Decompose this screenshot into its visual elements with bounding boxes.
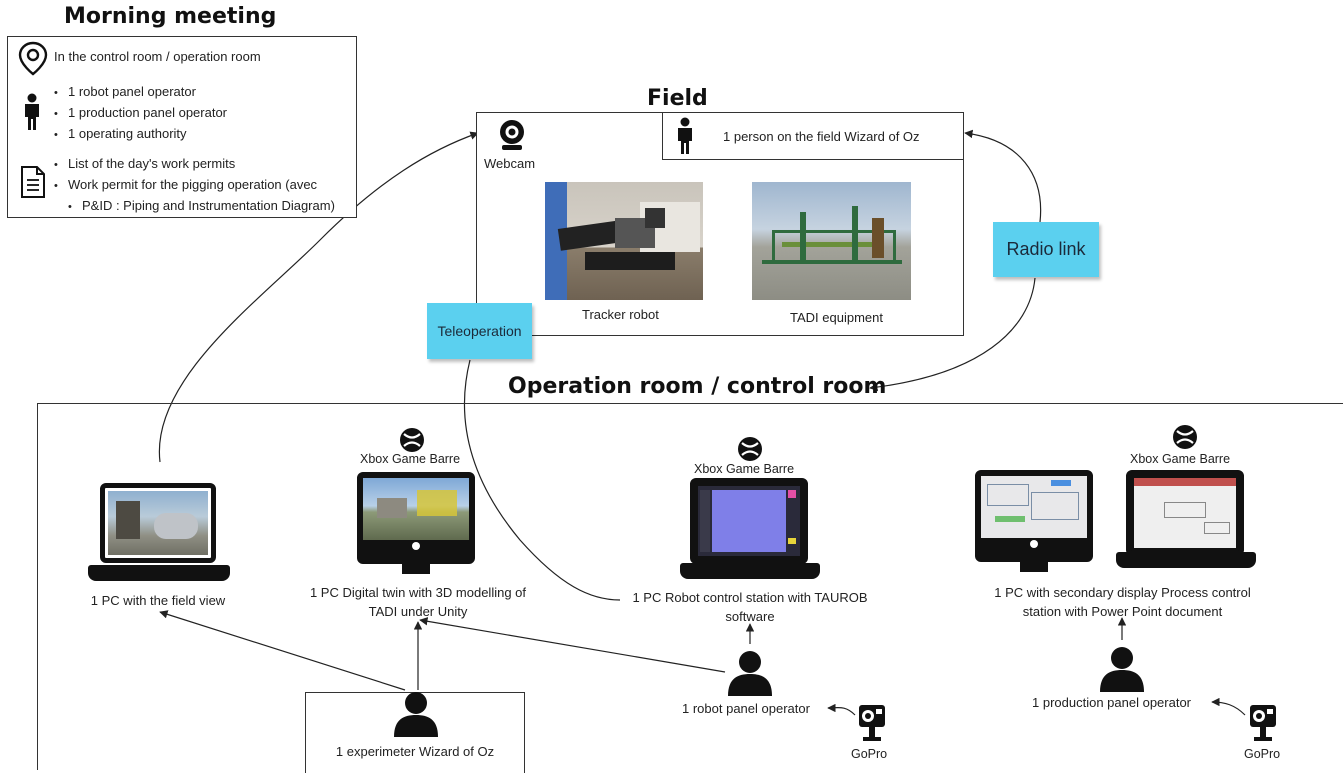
attendee-item: 1 robot panel operator <box>54 82 227 103</box>
gopro-label: GoPro <box>1244 747 1281 761</box>
person-bust-icon <box>728 651 772 696</box>
document-icon <box>21 166 45 198</box>
field-person-label: 1 person on the field Wizard of Oz <box>723 129 920 144</box>
pc-twin-label-line: TADI under Unity <box>368 604 468 619</box>
xbox-icon <box>1173 425 1197 449</box>
laptop-powerpoint <box>1126 470 1244 556</box>
document-item: Work permit for the pigging operation (a… <box>54 175 335 196</box>
connector-webcam-pc <box>158 131 479 463</box>
monitor-stand <box>1020 562 1048 572</box>
connector-radio-room <box>869 277 1036 392</box>
attendee-item: 1 production panel operator <box>54 103 227 124</box>
webcam-label: Webcam <box>484 156 536 171</box>
person-icon <box>25 93 39 130</box>
laptop-base <box>680 563 820 579</box>
tadi-equipment-photo <box>752 182 911 300</box>
operation-room-title: Operation room / control room <box>508 374 887 399</box>
webcam-icon <box>500 120 524 150</box>
document-item: List of the day's work permits <box>54 154 335 175</box>
radio-link-note: Radio link <box>993 222 1099 277</box>
document-item: P&ID : Piping and Instrumentation Diagra… <box>54 196 335 217</box>
tadi-equipment-label: TADI equipment <box>790 310 883 325</box>
pc-process-label-line: station with Power Point document <box>1022 604 1223 619</box>
location-text: In the control room / operation room <box>54 49 261 64</box>
connector-person-radio <box>964 129 1042 223</box>
production-operator-label: 1 production panel operator <box>1032 695 1192 710</box>
xbox-icon <box>400 428 424 452</box>
gopro-icon <box>859 705 885 741</box>
operation-room-box <box>37 403 1343 770</box>
pc-robot-label-line: 1 PC Robot control station with TAUROB <box>632 590 868 605</box>
pc-twin-label: 1 PC Digital twin with 3D modelling of T… <box>290 583 546 621</box>
gopro-label: GoPro <box>851 747 888 761</box>
powerpoint-screen <box>1134 478 1236 548</box>
connector-robotop-twin <box>419 617 726 673</box>
robot-operator-label: 1 robot panel operator <box>682 701 810 716</box>
connector-gopro-robotop <box>827 703 856 716</box>
connector-gopro-prodop <box>1211 697 1246 716</box>
teleoperation-note: Teleoperation <box>427 303 532 359</box>
laptop-robot-station <box>690 478 808 564</box>
monitor-digital-twin <box>357 472 475 564</box>
xbox-label: Xbox Game Barre <box>360 452 461 466</box>
laptop-base <box>1116 552 1256 568</box>
pc-robot-label-line: software <box>725 609 775 624</box>
laptop-field-view <box>100 483 216 563</box>
pc-robot-label: 1 PC Robot control station with TAUROB s… <box>615 588 885 626</box>
tracker-robot-photo <box>545 182 703 300</box>
tracker-robot-label: Tracker robot <box>582 307 659 322</box>
pc-field-label: 1 PC with the field view <box>90 593 226 608</box>
xbox-icon <box>738 437 762 461</box>
connector-exp-pcfield <box>159 610 406 691</box>
pc-process-label-line: 1 PC with secondary display Process cont… <box>994 585 1251 600</box>
laptop-base <box>88 565 230 581</box>
pc-twin-label-line: 1 PC Digital twin with 3D modelling of <box>309 585 527 600</box>
document-list: List of the day's work permits Work perm… <box>54 154 335 217</box>
xbox-label: Xbox Game Barre <box>1130 452 1231 466</box>
experimenter-box: 1 experimeter Wizard of Oz <box>305 692 525 773</box>
connector-teleop-robot <box>463 359 621 601</box>
xbox-label: Xbox Game Barre <box>694 462 795 476</box>
digital-twin-screen <box>363 478 469 540</box>
person-bust-icon <box>394 692 438 737</box>
field-person-box: 1 person on the field Wizard of Oz <box>662 112 964 160</box>
field-title: Field <box>647 86 708 111</box>
morning-meeting-title: Morning meeting <box>64 4 277 29</box>
field-view-screen <box>108 491 208 555</box>
attendee-list: 1 robot panel operator 1 production pane… <box>54 82 227 145</box>
person-icon <box>678 117 692 154</box>
attendee-item: 1 operating authority <box>54 124 227 145</box>
experimenter-label: 1 experimeter Wizard of Oz <box>335 744 495 759</box>
gopro-icon <box>1250 705 1276 741</box>
person-bust-icon <box>1100 647 1144 692</box>
robot-station-screen <box>698 486 800 556</box>
monitor-stand <box>402 564 430 574</box>
monitor-process-control <box>975 470 1093 562</box>
process-control-screen <box>981 476 1087 538</box>
location-pin-icon <box>18 41 48 76</box>
pc-process-label: 1 PC with secondary display Process cont… <box>970 583 1275 621</box>
morning-meeting-box: In the control room / operation room 1 r… <box>7 36 357 218</box>
